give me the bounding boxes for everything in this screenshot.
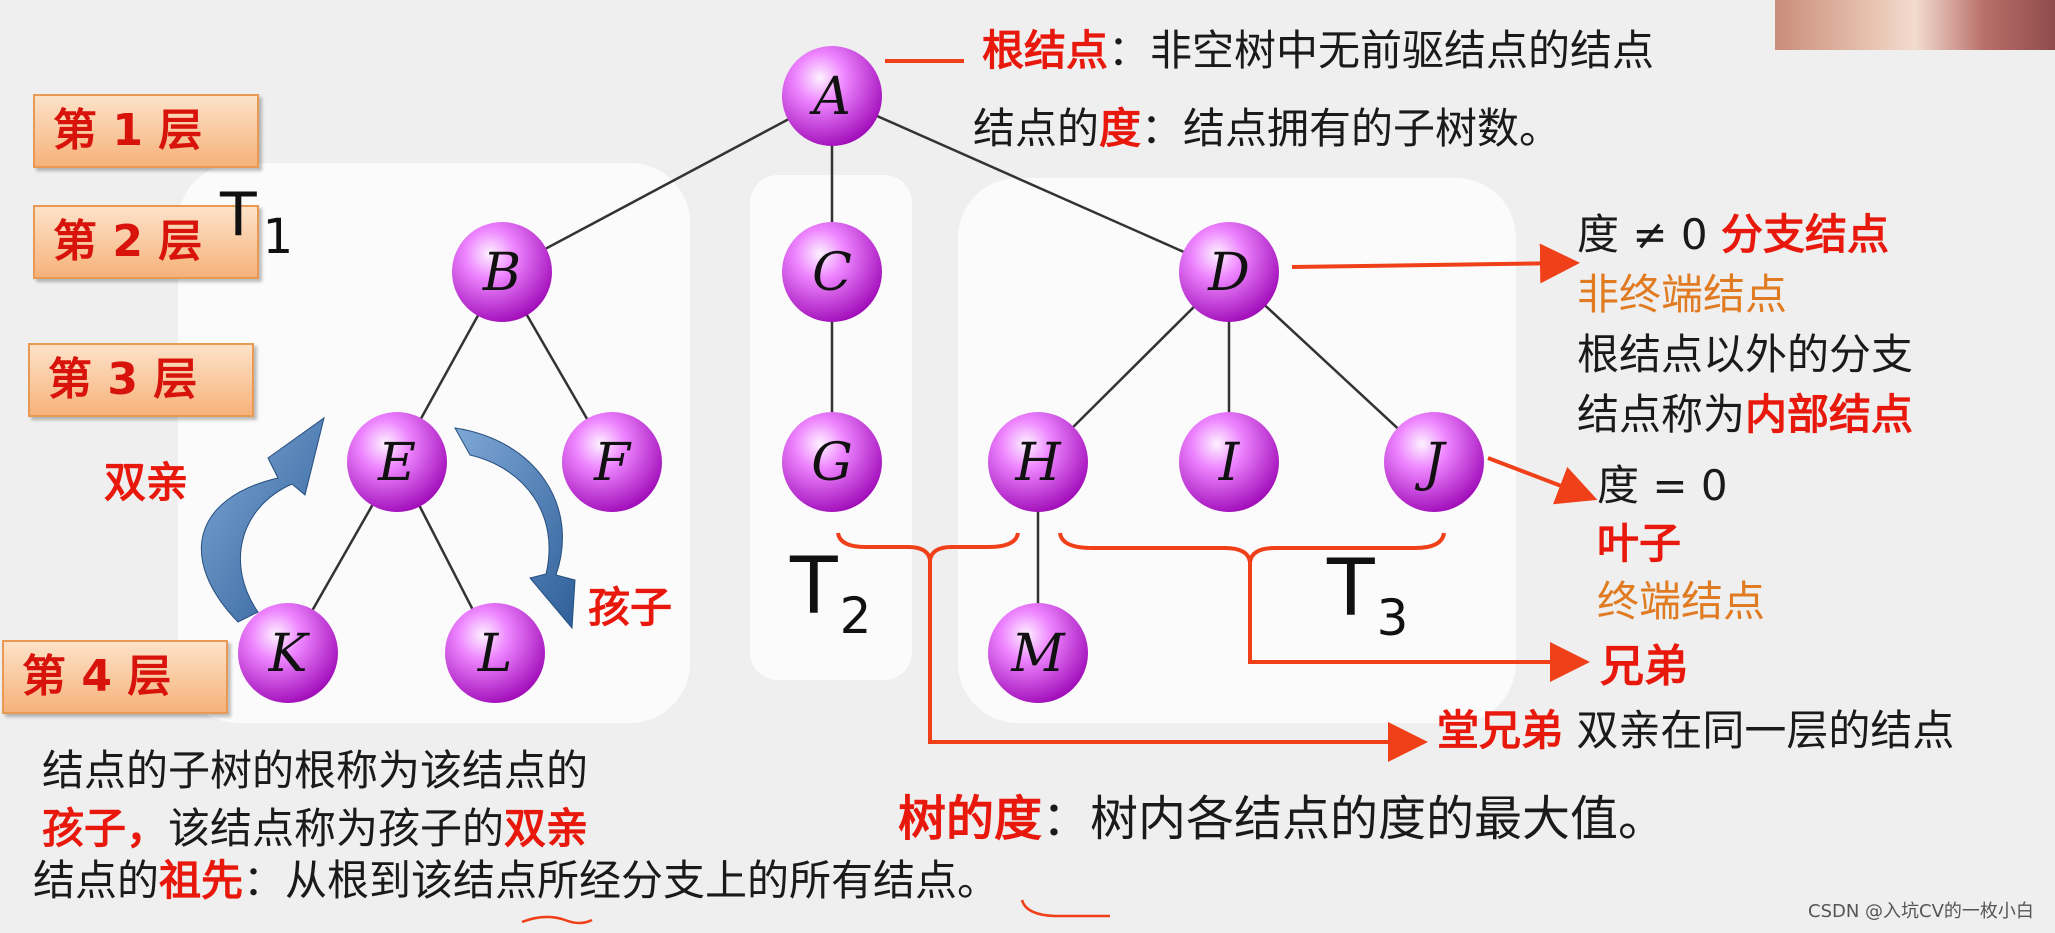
level-1-badge: 第 1 层 bbox=[33, 94, 259, 168]
child-arrow bbox=[454, 427, 576, 630]
node-a: A bbox=[782, 46, 882, 146]
node-g: G bbox=[782, 412, 882, 512]
watermark: CSDN @入坑CV的一枚小白 bbox=[1808, 901, 2034, 922]
node-h-label: H bbox=[1014, 433, 1062, 493]
ancestor-underline-2 bbox=[1020, 899, 1110, 918]
subtree-t2-label: T2 bbox=[790, 542, 872, 645]
node-c-label: C bbox=[812, 243, 852, 303]
edge-a-b bbox=[501, 94, 833, 274]
node-b: B bbox=[452, 222, 552, 322]
node-e-label: E bbox=[377, 433, 416, 493]
node-h: H bbox=[988, 412, 1088, 512]
node-f: F bbox=[562, 412, 662, 512]
node-c: C bbox=[782, 222, 882, 322]
node-d: D bbox=[1179, 222, 1279, 322]
node-b-label: B bbox=[482, 243, 521, 303]
cousin-arrow bbox=[928, 560, 1428, 762]
node-l: L bbox=[445, 603, 545, 703]
node-j: J bbox=[1384, 412, 1484, 512]
node-i: I bbox=[1179, 412, 1279, 512]
branch-node-note: 度 ≠ 0 分支结点 非终端结点 根结点以外的分支 结点称为内部结点 bbox=[1577, 210, 1914, 439]
node-m: M bbox=[988, 603, 1088, 703]
branch-arrow bbox=[1291, 243, 1580, 284]
level-3-badge: 第 3 层 bbox=[28, 343, 254, 417]
ancestor-definition: 结点的祖先：从根到该结点所经分支上的所有结点。 bbox=[33, 856, 1000, 905]
level-4-badge: 第 4 层 bbox=[2, 640, 228, 714]
node-i-label: I bbox=[1218, 433, 1241, 493]
node-f-label: F bbox=[593, 433, 632, 493]
child-definition: 结点的子树的根称为该结点的 孩子，该结点称为孩子的双亲 bbox=[42, 746, 589, 853]
child-label: 孩子 bbox=[588, 583, 673, 632]
cousin-definition: 堂兄弟 双亲在同一层的结点 bbox=[1437, 706, 1955, 755]
node-a-label: A bbox=[809, 67, 851, 127]
node-k: K bbox=[238, 603, 338, 703]
node-m-label: M bbox=[1010, 624, 1066, 684]
ancestor-underline-1 bbox=[521, 915, 593, 925]
parent-label: 双亲 bbox=[104, 458, 189, 507]
parent-arrow bbox=[201, 416, 325, 623]
node-d-label: D bbox=[1207, 243, 1250, 303]
level-2-badge: 第 2 层 bbox=[33, 205, 259, 279]
sibling-label: 兄弟 bbox=[1600, 641, 1688, 692]
node-g-label: G bbox=[811, 433, 853, 493]
presenter-video-thumbnail bbox=[1775, 0, 2055, 50]
leaf-node-note: 度 = 0 叶子 终端结点 bbox=[1597, 461, 1766, 626]
node-e: E bbox=[347, 412, 447, 512]
edge-a-d bbox=[831, 94, 1230, 274]
root-definition: 根结点：非空树中无前驱结点的结点 bbox=[982, 26, 1655, 75]
node-k-label: K bbox=[268, 624, 311, 684]
leaf-arrow bbox=[1487, 456, 1598, 505]
subtree-t3-label: T3 bbox=[1327, 544, 1409, 647]
sibling-arrow bbox=[1248, 562, 1590, 682]
node-l-label: L bbox=[477, 624, 513, 684]
degree-definition: 结点的度：结点拥有的子树数。 bbox=[973, 104, 1562, 153]
tree-degree-definition: 树的度：树内各结点的度的最大值。 bbox=[898, 791, 1667, 847]
connectors bbox=[521, 59, 1598, 925]
